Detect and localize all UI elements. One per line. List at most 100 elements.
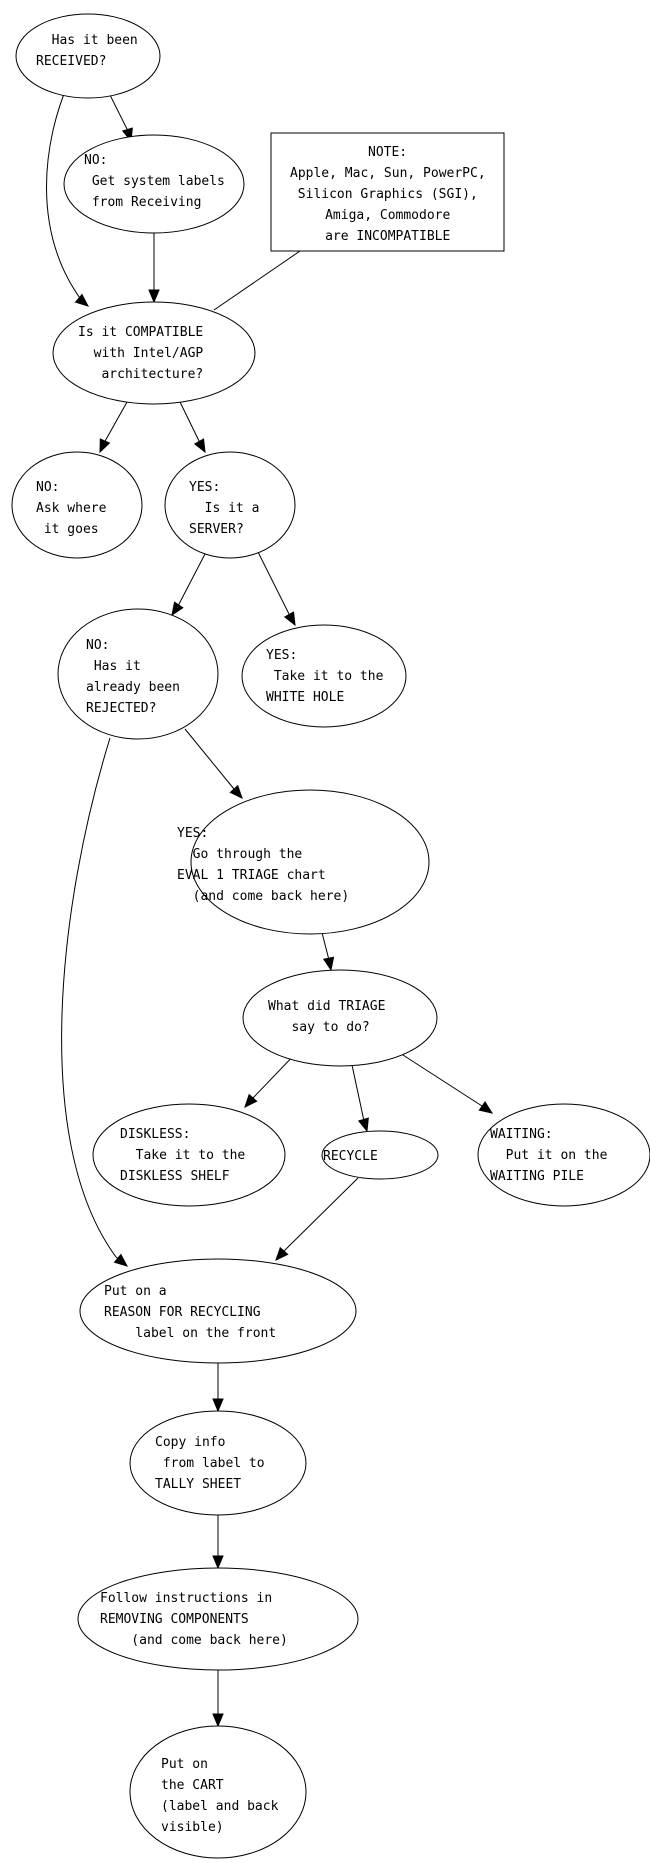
arrowhead-icon <box>229 784 243 799</box>
node-label-line: are INCOMPATIBLE <box>325 229 450 244</box>
node-label-line: NO: <box>86 638 109 653</box>
arrowhead-icon <box>212 1555 224 1570</box>
arrowhead-icon <box>283 611 296 627</box>
note-box <box>270 132 505 252</box>
node-label-line: REMOVING COMPONENTS <box>100 1612 249 1627</box>
node-label-line: from label to <box>155 1456 265 1471</box>
edge-removing-to-cart <box>212 1670 224 1728</box>
arrowhead-icon <box>357 1117 369 1133</box>
edge-line <box>388 1045 483 1107</box>
edge-line <box>257 551 291 617</box>
node-ellipse <box>190 789 430 935</box>
node-label-line: with Intel/AGP <box>78 346 203 361</box>
node-label-line: Put on <box>161 1757 208 1772</box>
node-label-line: Get system labels <box>84 174 225 189</box>
node-server: YES: Is it a SERVER? <box>164 451 296 559</box>
node-label-line: (and come back here) <box>177 889 349 904</box>
node-label-line: Ask where <box>36 501 107 516</box>
node-label-line: RECYCLE <box>323 1149 378 1164</box>
node-label-line: NO: <box>84 153 107 168</box>
node-label-line: architecture? <box>78 367 203 382</box>
node-label-line: from Receiving <box>84 195 201 210</box>
node-ellipse <box>77 1567 359 1671</box>
edge-line <box>177 553 206 607</box>
edge-line <box>179 401 201 444</box>
node-label-line: it goes <box>36 522 99 537</box>
arrowhead-icon <box>148 289 160 304</box>
edge-compatible-to-server <box>179 401 206 454</box>
node-label-line: Is it a <box>189 501 259 516</box>
edge-reason-label-to-tally <box>212 1363 224 1413</box>
node-label-line: TALLY SHEET <box>155 1477 241 1492</box>
node-label-line: Has it been <box>36 33 138 48</box>
arrowhead-icon <box>212 1713 224 1728</box>
node-label-line: visible) <box>161 1820 224 1835</box>
node-label-line: Amiga, Commodore <box>325 208 450 223</box>
node-label-line: Put it on the <box>490 1148 608 1163</box>
arrowhead-icon <box>171 601 184 617</box>
node-label-line: NOTE: <box>368 145 407 160</box>
edge-received-to-compatible <box>46 83 89 307</box>
node-label-line: Has it <box>86 659 141 674</box>
node-label-line: label on the front <box>104 1326 276 1341</box>
node-ellipse <box>164 451 296 559</box>
node-tally: Copy info from label to TALLY SHEET <box>129 1410 307 1516</box>
node-label-line: WAITING PILE <box>490 1169 584 1184</box>
edge-rejected-to-reason-label <box>61 737 129 1267</box>
edge-recycle-to-reason-label <box>275 1177 359 1261</box>
node-ask-where: NO: Ask where it goes <box>11 451 143 559</box>
node-label-line: Is it COMPATIBLE <box>78 325 203 340</box>
node-label-line: Put on a <box>104 1284 167 1299</box>
arrowhead-icon <box>244 1093 258 1108</box>
node-removing: Follow instructions in REMOVING COMPONENT… <box>77 1567 359 1671</box>
arrowhead-icon <box>74 293 89 307</box>
node-recycle: RECYCLE <box>321 1130 439 1180</box>
node-ellipse <box>129 1725 307 1859</box>
arrowhead-icon <box>99 438 111 454</box>
edge-server-to-rejected <box>171 553 206 617</box>
node-label-line: (label and back <box>161 1799 279 1814</box>
edge-note-to-compatible <box>213 250 301 311</box>
edges-layer <box>46 82 494 1728</box>
node-label-line: YES: <box>266 648 297 663</box>
node-ellipse <box>11 451 143 559</box>
node-ellipse <box>92 1103 286 1207</box>
arrowhead-icon <box>193 438 206 454</box>
arrowhead-icon <box>322 956 335 972</box>
node-label-line: NO: <box>36 480 59 495</box>
node-label-line: YES: <box>189 480 220 495</box>
node-label-line: Follow instructions in <box>100 1591 272 1606</box>
node-label-line: Take it to the <box>120 1148 245 1163</box>
node-get-labels: NO: Get system labels from Receiving <box>63 134 245 234</box>
node-label-line: Copy info <box>155 1435 225 1450</box>
node-label-line: Go through the <box>177 847 302 862</box>
node-label-line: WAITING: <box>490 1127 553 1142</box>
node-note: NOTE: Apple, Mac, Sun, PowerPC, Silicon Gr… <box>270 132 505 252</box>
node-label-line: DISKLESS: <box>120 1127 190 1142</box>
edge-compatible-to-ask-where <box>99 401 128 454</box>
node-label-line: EVAL 1 TRIAGE chart <box>177 868 326 883</box>
edge-line <box>184 728 235 790</box>
edge-server-to-white-hole <box>257 551 296 627</box>
arrowhead-icon <box>113 1253 129 1267</box>
node-label-line: Silicon Graphics (SGI), <box>298 187 478 202</box>
edge-triage-say-to-waiting <box>388 1045 494 1114</box>
edge-line <box>46 83 83 302</box>
node-label-line: SERVER? <box>189 522 244 537</box>
edge-tally-to-removing <box>212 1515 224 1570</box>
edge-line <box>283 1177 359 1252</box>
node-label-line: already been <box>86 680 180 695</box>
node-label-line: Apple, Mac, Sun, PowerPC, <box>290 166 486 181</box>
edge-line <box>61 737 117 1258</box>
node-label-line: WHITE HOLE <box>266 690 344 705</box>
node-label-line: YES: <box>177 826 208 841</box>
